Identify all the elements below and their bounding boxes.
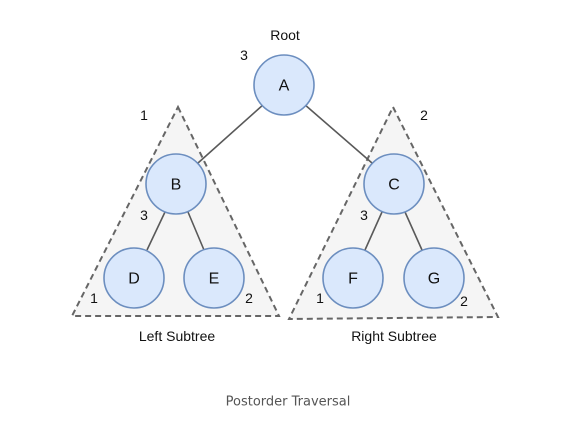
- edge-a-b: [197, 103, 265, 164]
- node-b-label: B: [171, 177, 182, 194]
- left-triangle-order-mark: 1: [140, 107, 148, 123]
- right-triangle-order-mark: 2: [420, 107, 428, 123]
- node-g-label: G: [428, 271, 440, 288]
- node-a: [253, 54, 315, 116]
- node-d: [103, 247, 165, 309]
- node-c-label: C: [388, 177, 400, 194]
- node-e-label: E: [209, 271, 220, 288]
- left-inner-right-order-mark: 2: [245, 290, 253, 306]
- left-inner-left-order-mark: 1: [90, 290, 98, 306]
- root-order-mark: 3: [240, 47, 248, 63]
- diagram-caption: Postorder Traversal: [226, 395, 351, 410]
- left-inner-root-order-mark: 3: [140, 207, 148, 223]
- node-b: [145, 153, 207, 215]
- node-c: [363, 153, 425, 215]
- node-g: [403, 247, 465, 309]
- edge-a-c: [303, 103, 373, 164]
- edge-c-f: [364, 211, 383, 251]
- node-e: [183, 247, 245, 309]
- left-subtree-label: Left Subtree: [139, 328, 215, 344]
- edge-c-g: [404, 211, 423, 251]
- node-d-label: D: [128, 271, 140, 288]
- node-f: [322, 247, 384, 309]
- node-a-label: A: [279, 78, 290, 95]
- right-inner-root-order-mark: 3: [360, 207, 368, 223]
- root-label: Root: [270, 27, 300, 43]
- node-f-label: F: [348, 271, 358, 288]
- edge-b-e: [187, 211, 205, 251]
- right-inner-left-order-mark: 1: [316, 290, 324, 306]
- edge-b-d: [146, 211, 166, 251]
- right-inner-right-order-mark: 2: [460, 293, 468, 309]
- right-subtree-label: Right Subtree: [351, 328, 437, 344]
